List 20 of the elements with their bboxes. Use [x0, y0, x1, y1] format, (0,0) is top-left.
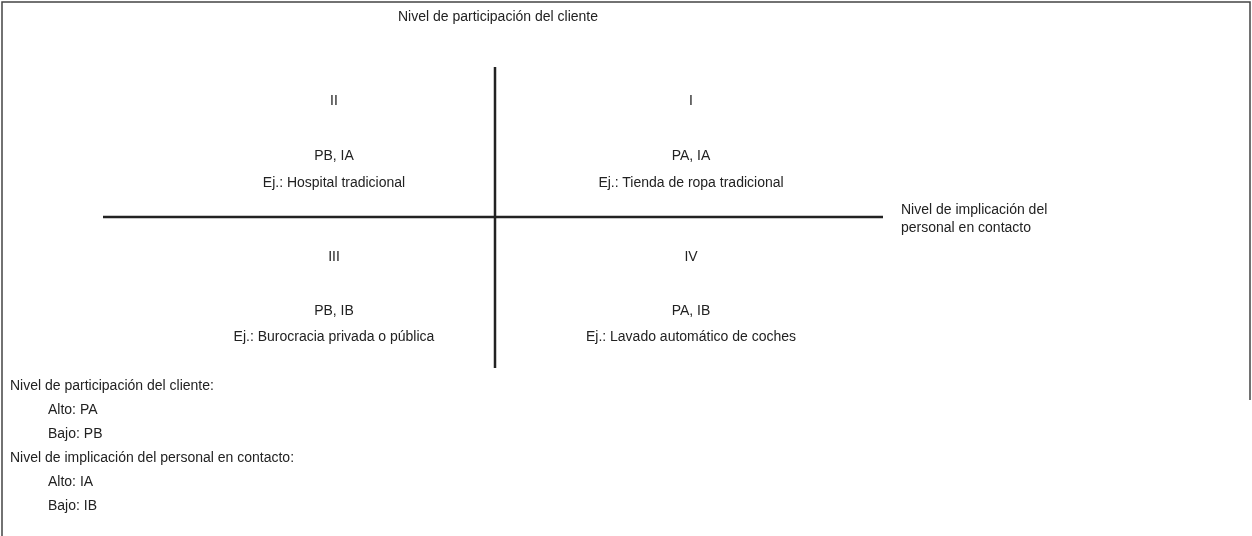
note-text: Bajo: PB [48, 424, 103, 442]
quadrant-code: PB, IA [314, 146, 354, 164]
note-heading: Nivel de implicación del personal en contacto: [10, 448, 295, 466]
axis-title: Nivel de implicación del personal en contacto [901, 200, 1049, 236]
quadrant-example: Ej.: Hospital tradicional [262, 173, 406, 191]
note-heading: Nivel de participación del cliente: [10, 376, 214, 394]
quadrant-example: Ej.: Tienda de ropa tradicional [598, 173, 784, 191]
quadrant-number: I [689, 91, 693, 109]
quadrant-example: Ej.: Lavado automático de coches [585, 327, 797, 345]
quadrant-number: III [328, 247, 340, 265]
note-text: Alto: PA [48, 400, 98, 418]
note-text: Alto: IA [48, 472, 94, 490]
note-text: Bajo: IB [48, 496, 98, 514]
quadrant-code: PB, IB [314, 301, 354, 319]
quadrant-code: PA, IB [671, 301, 711, 319]
quadrant-number: IV [684, 247, 698, 265]
quadrant-number: II [330, 91, 338, 109]
quadrant-example: Ej.: Burocracia privada o pública [233, 327, 435, 345]
axis-title: Nivel de participación del cliente [398, 7, 598, 25]
quadrant-code: PA, IA [671, 146, 711, 164]
